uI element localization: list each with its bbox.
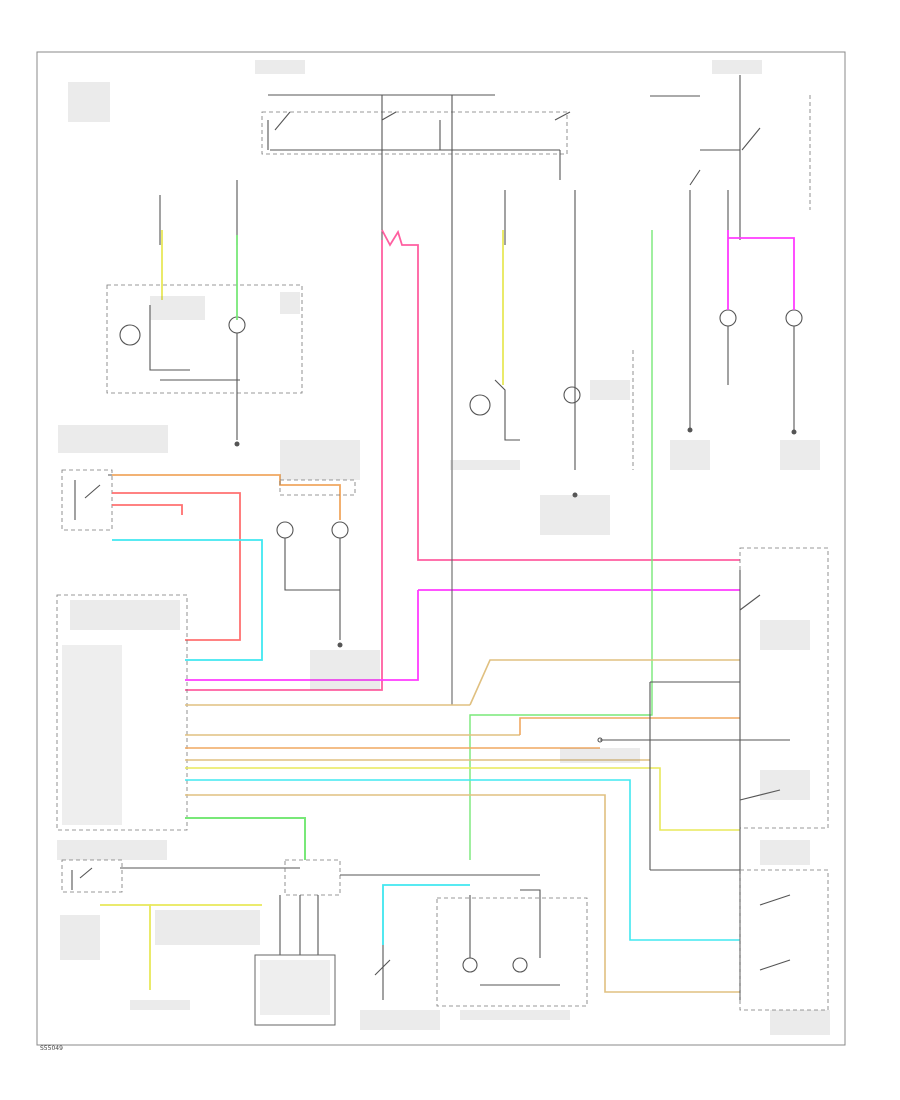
wire-salmon-turn-2 xyxy=(112,504,183,515)
diagram-ref-code: S55049 xyxy=(40,1045,63,1052)
center-lamp-pair xyxy=(276,479,356,640)
wire-cyan-bcm xyxy=(185,779,740,941)
wire-tan-bcm-5 xyxy=(185,794,740,993)
bottom-left-relay xyxy=(61,859,300,893)
label-glyphs xyxy=(57,60,830,1035)
wire-salmon-turn-1 xyxy=(112,492,241,641)
headlamp-switch-module xyxy=(597,547,829,1000)
wire-magenta-right-lamps xyxy=(727,230,795,310)
wire-green-long xyxy=(469,230,653,860)
turn-signal-switch xyxy=(61,469,280,531)
ground-right-side-2 xyxy=(791,429,797,435)
wire-pink-headlight-feed xyxy=(185,240,383,691)
ground-right-headlamp xyxy=(572,492,578,498)
turn-hazard-switch xyxy=(650,869,829,1011)
body-control-module xyxy=(56,594,188,831)
ground-center-lamps xyxy=(337,642,343,648)
relay-top-right xyxy=(650,75,811,430)
right-side-lamps xyxy=(719,309,803,430)
wire-cyan-turn xyxy=(112,539,263,661)
wire-tan-bcm-2 xyxy=(469,659,740,706)
diagram-frame xyxy=(36,51,846,1046)
bottom-center-connector xyxy=(254,859,540,1026)
wire-yellow-bcm xyxy=(185,767,740,831)
wire-pink-main xyxy=(381,229,740,561)
right-headlamp-group xyxy=(469,190,634,470)
ground-left-headlamp xyxy=(234,441,240,447)
wire-green-bcm-low xyxy=(185,817,306,860)
left-headlamp-group xyxy=(106,180,303,440)
wire-magenta-feed xyxy=(185,589,740,681)
wire-orange-bcm-1 xyxy=(519,717,740,735)
wire-yellow-bottom-left xyxy=(100,904,151,990)
ground-right-side-1 xyxy=(687,427,693,433)
wire-cyan-bottom xyxy=(382,884,470,945)
wire-orange-turn xyxy=(112,474,341,520)
fuse-block-top xyxy=(261,94,571,240)
instrument-panel-cluster xyxy=(436,889,588,1007)
